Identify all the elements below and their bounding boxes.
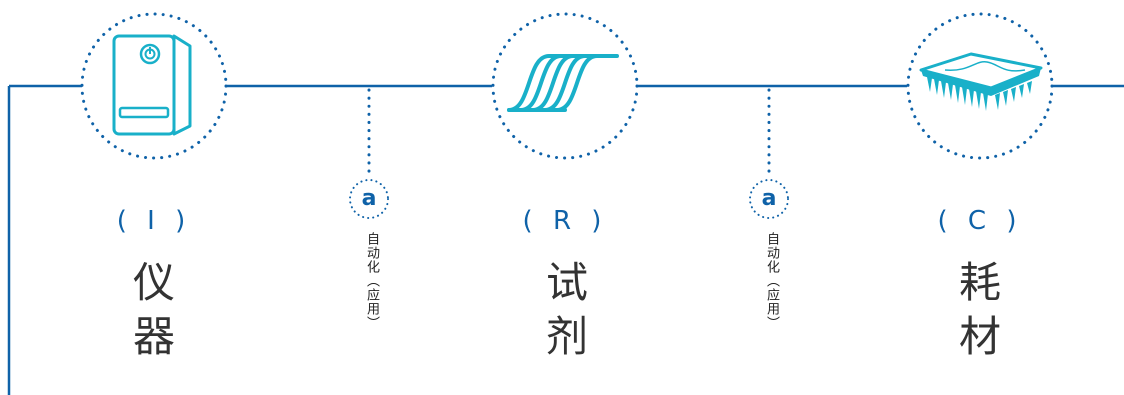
connector-badge-circle bbox=[349, 179, 389, 219]
connector-badge-letter: a bbox=[761, 186, 777, 211]
stage-code-reagent: ( R ) bbox=[522, 206, 608, 236]
stage-code-instrument: ( I ) bbox=[116, 206, 192, 236]
connector-badge-circle bbox=[749, 179, 789, 219]
connector-badge-letter: a bbox=[361, 186, 377, 211]
connector-note: 自动化（应用） bbox=[364, 232, 379, 330]
connector-note: 自动化（应用） bbox=[764, 232, 779, 330]
stage-name-char: 材 bbox=[958, 312, 1001, 361]
stage-name-instrument: 仪 器 bbox=[114, 256, 194, 364]
stage-name-char: 仪 bbox=[132, 258, 175, 307]
reagent-dotted-circle bbox=[491, 12, 639, 160]
stage-name-char: 器 bbox=[132, 312, 175, 361]
stage-name-char: 剂 bbox=[545, 312, 588, 361]
stage-name-char: 试 bbox=[545, 258, 588, 307]
stage-code-consumable: ( C ) bbox=[937, 206, 1023, 236]
reagent-curves-icon bbox=[507, 54, 619, 112]
stage-name-char: 耗 bbox=[958, 258, 1001, 307]
instrument-icon bbox=[112, 34, 192, 136]
instrument-dotted-circle bbox=[80, 12, 228, 160]
stage-name-reagent: 试 剂 bbox=[527, 256, 607, 364]
stage-name-consumable: 耗 材 bbox=[940, 256, 1020, 364]
consumable-plate-icon bbox=[919, 52, 1043, 111]
consumable-dotted-circle bbox=[906, 12, 1054, 160]
